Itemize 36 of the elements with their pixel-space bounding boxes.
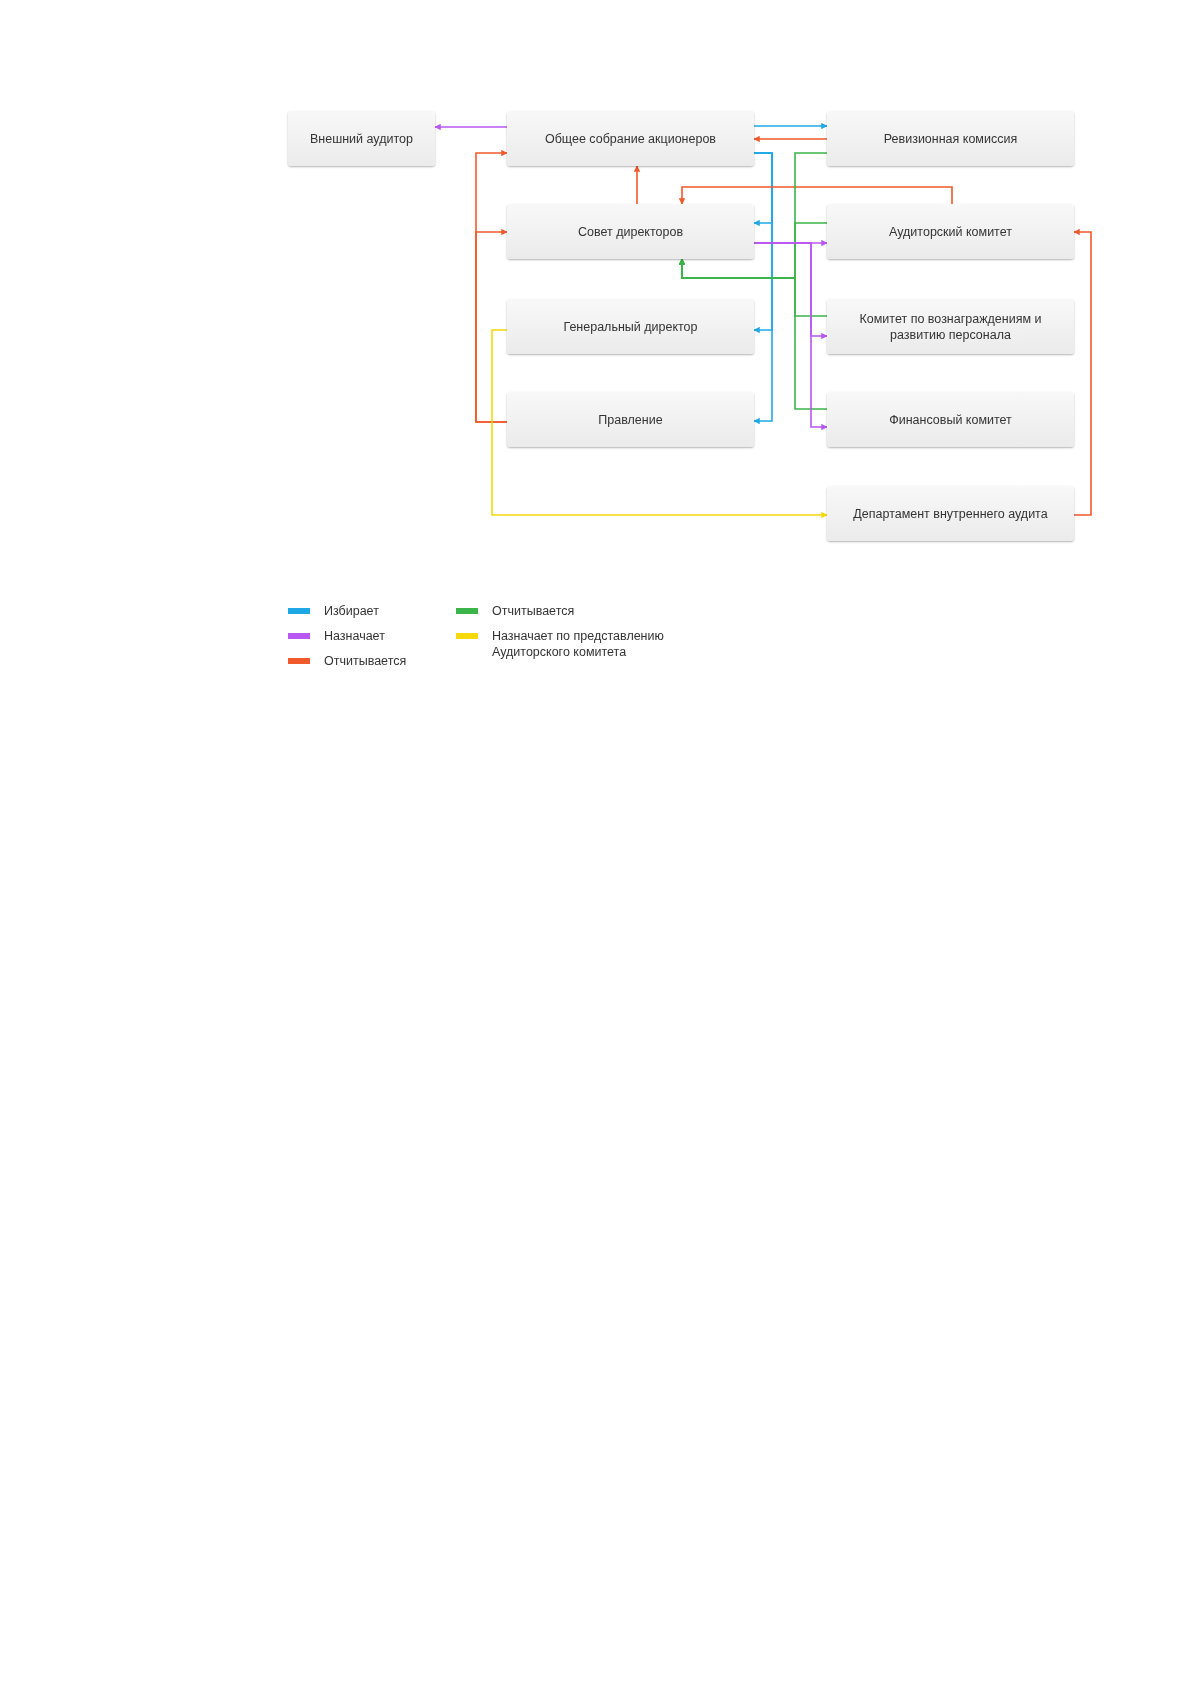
org-unit-box: [507, 392, 754, 447]
unit-label: Комитет по вознаграждениям и развитию персонала: [858, 310, 1043, 343]
legend-label: Избирает: [324, 603, 380, 619]
org-unit-box: [827, 204, 1074, 259]
connector-arrow: [753, 122, 828, 130]
connector-arrow: [753, 135, 828, 143]
org-unit-box: [827, 486, 1074, 541]
connector-arrow: [434, 123, 508, 131]
connector-arrow: [678, 186, 953, 205]
legend-label: Отчитывается: [324, 653, 408, 669]
unit-label: Общее собрание акционеров: [544, 130, 716, 147]
org-unit-box: [507, 299, 754, 354]
connector-arrow: [1073, 228, 1092, 516]
connector-arrow: [491, 329, 828, 519]
legend-label: Отчитывается: [492, 603, 576, 619]
unit-label: Генеральный директор: [563, 318, 698, 335]
connector-arrow: [678, 258, 828, 410]
unit-label: Финансовый комитет: [889, 411, 1012, 428]
org-unit-box: [827, 299, 1074, 354]
org-unit-box: [507, 111, 754, 166]
connector-arrow: [475, 228, 508, 423]
unit-label: Департамент внутреннего аудита: [853, 505, 1048, 522]
connector-arrow: [753, 242, 828, 431]
legend-label: Назначает по представлению Аудиторского комитета: [492, 628, 665, 660]
org-unit-box: [288, 111, 435, 166]
unit-label: Правление: [598, 411, 663, 428]
connector-arrow: [633, 165, 641, 205]
unit-label: Внешний аудитор: [310, 130, 413, 147]
unit-label: Аудиторский комитет: [889, 223, 1012, 240]
org-unit-box: [827, 392, 1074, 447]
org-unit-box: [827, 111, 1074, 166]
unit-label: Совет директоров: [577, 223, 684, 240]
legend-label: Назначает: [324, 628, 386, 644]
org-unit-box: [507, 204, 754, 259]
connector-arrow: [753, 152, 773, 425]
unit-label: Ревизионная комиссия: [883, 130, 1018, 147]
